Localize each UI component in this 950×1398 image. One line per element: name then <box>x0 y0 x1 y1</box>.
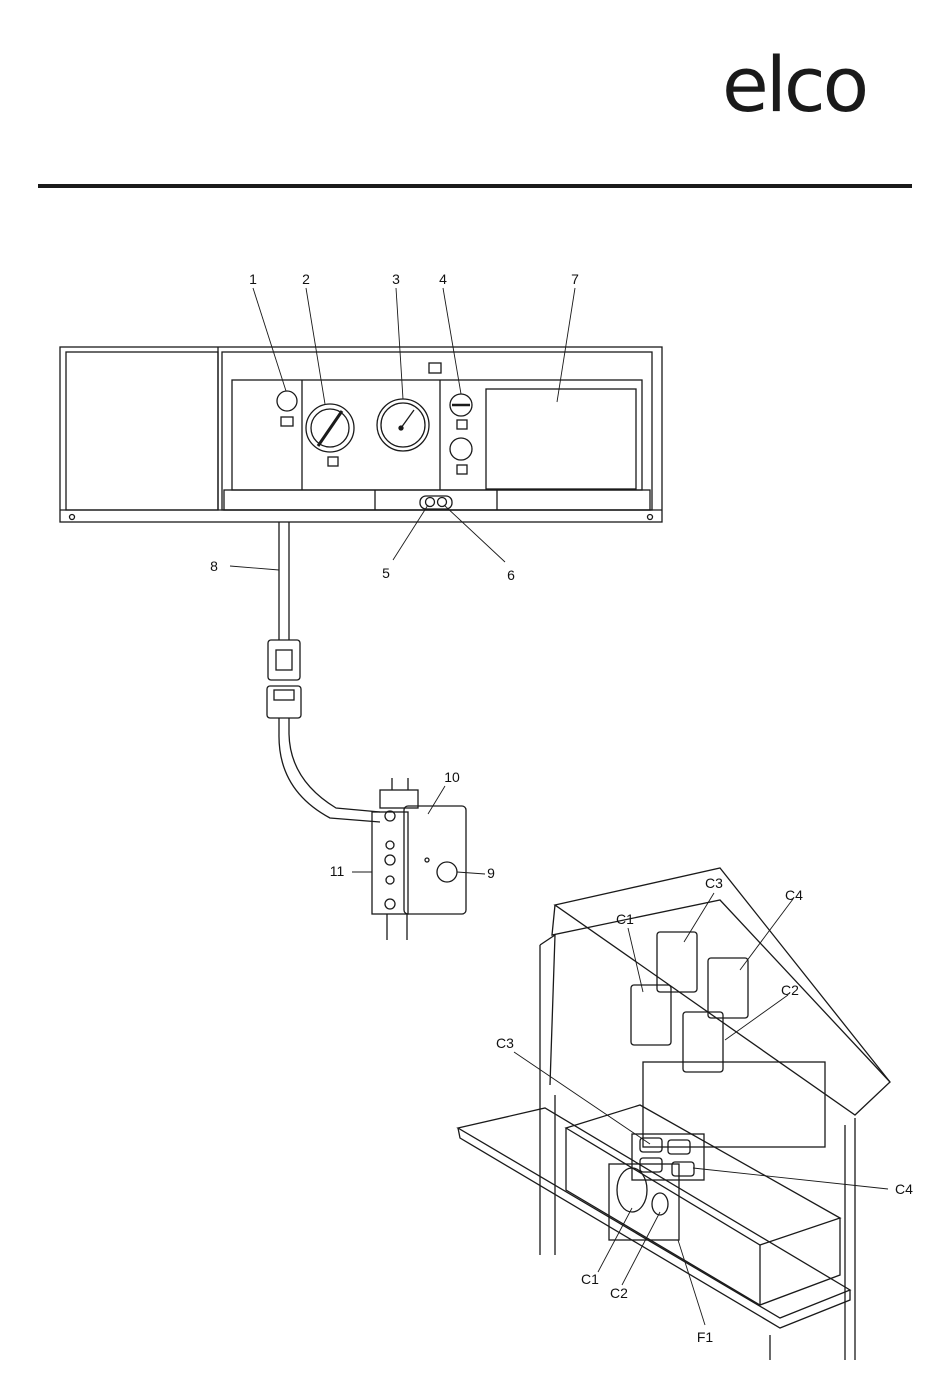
socket-label-c2: C2 <box>610 1285 628 1301</box>
callout-4: 4 <box>439 271 447 287</box>
socket-label-f1: F1 <box>697 1329 714 1345</box>
callout-10: 10 <box>444 769 460 785</box>
thermostat-dial-icon <box>306 404 354 466</box>
callout-1: 1 <box>249 271 257 287</box>
callout-7: 7 <box>571 271 579 287</box>
connector-label-c2: C2 <box>781 982 799 998</box>
thermometer-gauge-icon <box>377 399 429 451</box>
socket-label-c4: C4 <box>895 1181 913 1197</box>
callout-9: 9 <box>487 865 495 881</box>
callout-11: 11 <box>330 863 345 879</box>
connector-label-c1: C1 <box>616 911 634 927</box>
reset-buttons-icon <box>450 394 472 474</box>
burner-control-block <box>372 778 466 940</box>
indicator-lamps-icon <box>420 496 452 509</box>
control-panel <box>60 347 662 522</box>
socket-label-c3: C3 <box>496 1035 514 1051</box>
socket-label-c1: C1 <box>581 1271 599 1287</box>
boiler-casing <box>458 868 890 1360</box>
leader-lines <box>230 288 888 1325</box>
plug-connectors <box>631 932 748 1072</box>
callout-6: 6 <box>507 567 515 583</box>
connector-label-c4: C4 <box>785 887 803 903</box>
callout-8: 8 <box>210 558 218 574</box>
callout-3: 3 <box>392 271 400 287</box>
main-switch-icon <box>277 391 297 426</box>
connector-label-c3: C3 <box>705 875 723 891</box>
callout-5: 5 <box>382 565 390 581</box>
cable-8 <box>267 522 380 822</box>
callout-2: 2 <box>302 271 310 287</box>
